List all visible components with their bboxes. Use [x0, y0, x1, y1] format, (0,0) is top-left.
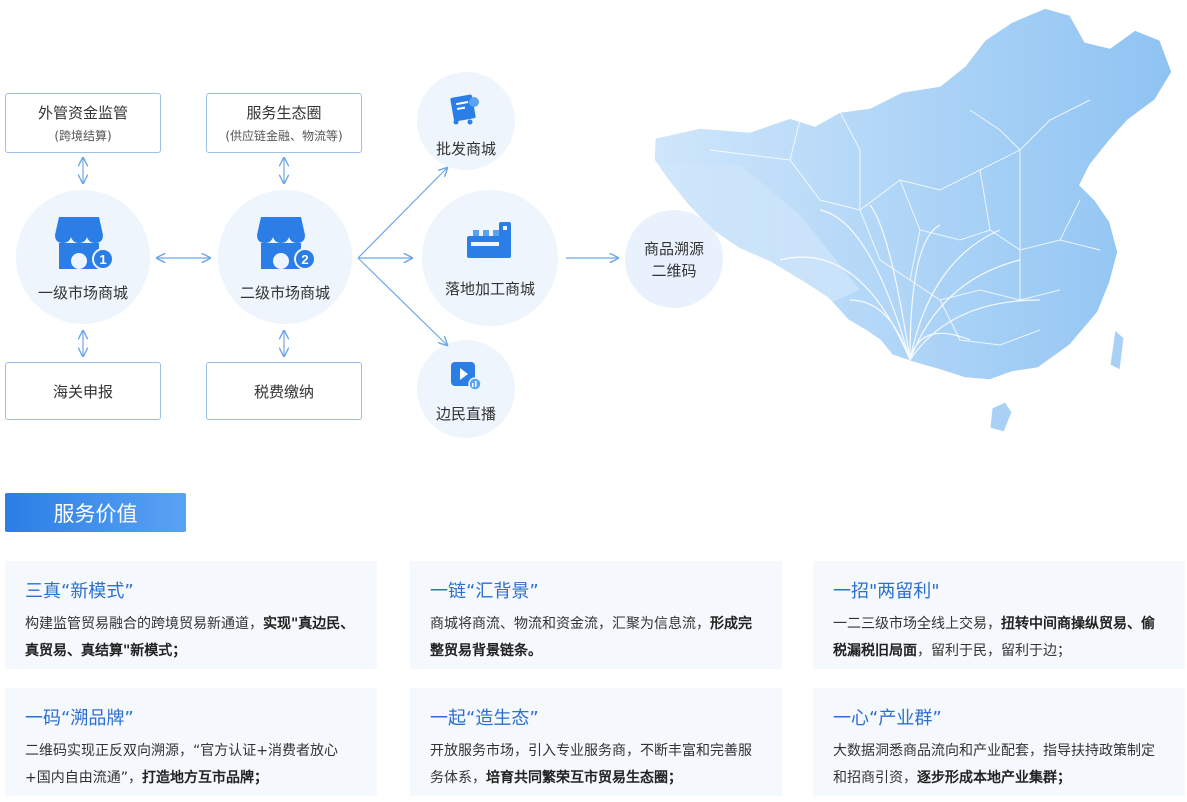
service-ecosystem-sub: (供应链金融、物流等): [225, 129, 343, 143]
value-card-desc: 二维码实现正反双向溯源，“官方认证+消费者放心+国内自由流通”，打造地方互市品牌…: [25, 743, 338, 786]
tax-payment-box: 税费缴纳: [206, 362, 362, 420]
value-card: 一心“产业群” 大数据洞悉商品流向和产业配套，指导扶持政策制定和招商引资，逐步形…: [813, 688, 1185, 796]
qr-line1: 商品溯源: [643, 240, 704, 258]
wholesale-label: 批发商城: [435, 140, 496, 158]
value-card: 一招"两留利" 一二三级市场全线上交易，扭转中间商操纵贸易、偷税漏税旧局面，留利…: [813, 561, 1185, 669]
secondary-market-badge: 2: [301, 252, 308, 267]
value-card-title: 三真“新模式”: [25, 581, 134, 602]
wholesale-icon: [450, 94, 479, 125]
value-card-desc: 商城将商流、物流和资金流，汇聚为信息流，形成完整贸易背景链条。: [430, 616, 752, 659]
qr-circle: [625, 210, 723, 308]
value-card: 一起“造生态” 开放服务市场，引入专业服务商，不断丰富和完善服务体系，培育共同繁…: [410, 688, 782, 796]
value-card: 一码“溯品牌” 二维码实现正反双向溯源，“官方认证+消费者放心+国内自由流通”，…: [5, 688, 377, 796]
fund-supervision-sub: (跨境结算): [54, 129, 112, 143]
fund-supervision-title: 外管资金监管: [37, 104, 128, 122]
primary-market-label: 一级市场商城: [37, 284, 128, 302]
tax-payment-title: 税费缴纳: [253, 382, 314, 401]
value-card-desc: 大数据洞悉商品流向和产业配套，指导扶持政策制定和招商引资，逐步形成本地产业集群；: [833, 743, 1155, 786]
value-card-desc: 构建监管贸易融合的跨境贸易新通道，实现"真边民、真贸易、真结算"新模式；: [25, 616, 355, 659]
secondary-market-label: 二级市场商城: [239, 284, 330, 302]
customs-declaration-box: 海关申报: [5, 362, 161, 420]
wholesale-circle: [417, 72, 515, 170]
connector-arrows: [0, 0, 640, 445]
service-value-tab: 服务价值: [5, 493, 186, 532]
china-map-icon: [640, 7, 1173, 433]
service-ecosystem-box: 服务生态圈 (供应链金融、物流等): [206, 93, 362, 153]
value-card-title: 一码“溯品牌”: [25, 708, 134, 729]
value-card-desc: 开放服务市场，引入专业服务商，不断丰富和完善服务体系，培育共同繁荣互市贸易生态圈…: [430, 743, 752, 786]
processing-icon: [467, 222, 511, 258]
customs-declaration-title: 海关申报: [52, 382, 113, 401]
live-stream-circle: [417, 340, 515, 438]
value-card: 一链“汇背景” 商城将商流、物流和资金流，汇聚为信息流，形成完整贸易背景链条。: [410, 561, 782, 669]
value-card-title: 一招"两留利": [833, 581, 940, 602]
value-card-title: 一起“造生态”: [430, 708, 539, 729]
shop-icon: 2: [257, 217, 316, 270]
live-stream-label: 边民直播: [435, 405, 496, 423]
qr-trace-label: 商品溯源 二维码: [625, 238, 723, 282]
processing-label: 落地加工商城: [444, 280, 535, 298]
service-ecosystem-title: 服务生态圈: [246, 104, 322, 122]
live-stream-icon: [451, 362, 482, 391]
value-card-desc: 一二三级市场全线上交易，扭转中间商操纵贸易、偷税漏税旧局面，留利于民，留利于边；: [833, 616, 1155, 659]
shop-icon: 1: [55, 217, 114, 270]
fund-supervision-box: 外管资金监管 (跨境结算): [5, 93, 161, 153]
value-card: 三真“新模式” 构建监管贸易融合的跨境贸易新通道，实现"真边民、真贸易、真结算"…: [5, 561, 377, 669]
value-card-title: 一心“产业群”: [833, 708, 942, 729]
value-card-title: 一链“汇背景”: [430, 581, 539, 602]
qr-line2: 二维码: [651, 262, 697, 280]
primary-market-badge: 1: [99, 252, 106, 267]
